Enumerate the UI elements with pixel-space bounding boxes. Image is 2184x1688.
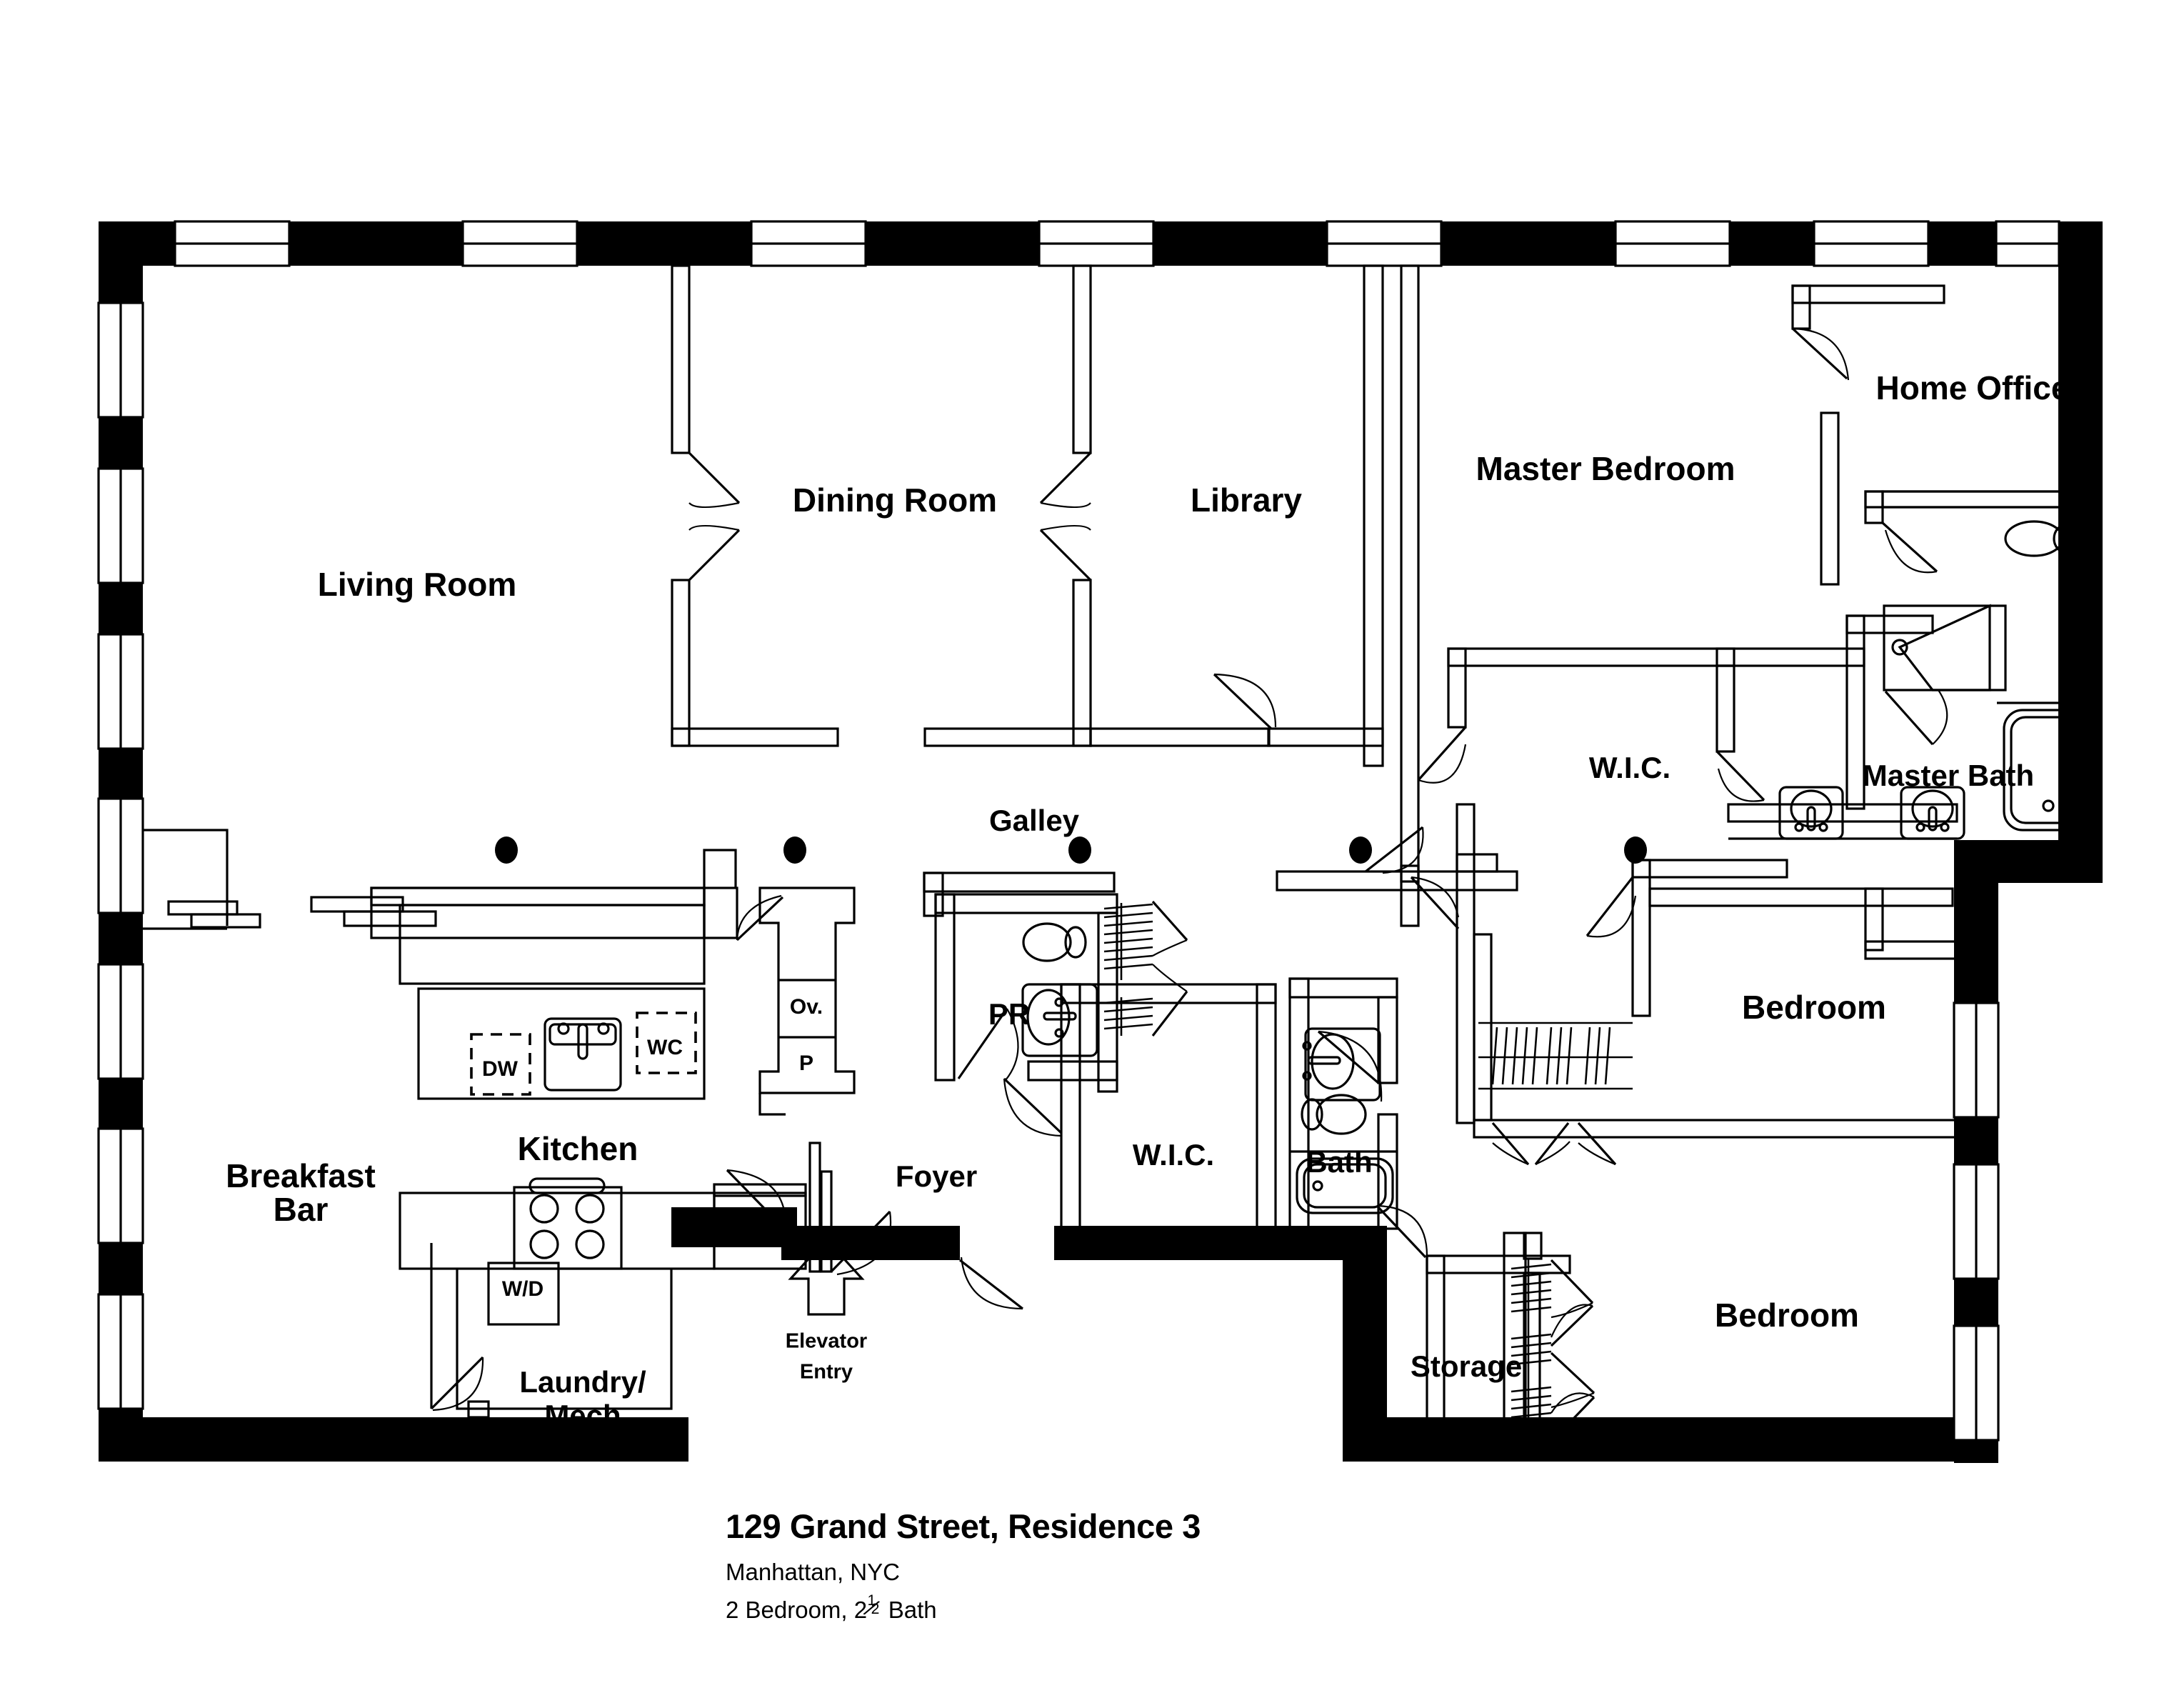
room-label-master-bath: Master Bath	[1863, 759, 2034, 792]
column-3	[1068, 836, 1091, 864]
room-label-laundry-mech-line1: Laundry/	[519, 1365, 646, 1399]
room-label-laundry-mech-line2: Mech	[544, 1399, 621, 1432]
annotation-elevator-entry: Elevator Entry	[786, 1330, 867, 1384]
column-2	[783, 836, 806, 864]
room-label-wic-hall: W.I.C.	[1133, 1138, 1214, 1172]
appliance-label-washer-dryer: W/D	[502, 1277, 544, 1301]
elevator-entry-line1: Elevator	[786, 1330, 867, 1353]
room-label-storage: Storage	[1411, 1349, 1522, 1383]
elevator-entry-line2: Entry	[800, 1361, 853, 1384]
room-label-home-office: Home Office	[1876, 369, 2070, 406]
appliance-labels: DW WC Ov. P REF W/D	[482, 995, 823, 1301]
room-labels: Living Room Dining Room Library Master B…	[226, 369, 2069, 1432]
door-swings	[430, 327, 1948, 1443]
room-label-wic-master: W.I.C.	[1589, 751, 1670, 784]
window-openings-top	[174, 220, 2060, 267]
room-label-living-room: Living Room	[318, 566, 517, 603]
room-label-breakfast-bar-line1: Breakfast	[226, 1157, 376, 1194]
structural-columns	[495, 836, 1647, 864]
room-label-bath: Bath	[1306, 1145, 1372, 1179]
window-openings-left	[97, 301, 144, 1410]
unit-summary-prefix: 2 Bedroom, 2	[726, 1597, 868, 1624]
window-openings-right	[1953, 1002, 2000, 1442]
plan-caption: 129 Grand Street, Residence 3 Manhattan,…	[726, 1507, 1725, 1633]
column-5	[1624, 836, 1647, 864]
plan-title: 129 Grand Street, Residence 3	[726, 1507, 1201, 1545]
column-4	[1349, 836, 1372, 864]
room-label-master-bedroom: Master Bedroom	[1476, 450, 1735, 487]
room-label-foyer: Foyer	[896, 1159, 977, 1193]
appliance-label-wine-cooler: WC	[647, 1036, 683, 1059]
appliance-label-oven: Ov.	[790, 995, 823, 1019]
kitchen-fixtures	[143, 829, 856, 1410]
half-fraction-icon: 1⁄2	[866, 1592, 880, 1623]
plan-location: Manhattan, NYC	[726, 1558, 900, 1585]
room-label-breakfast-bar-line2: Bar	[274, 1191, 329, 1228]
fraction-numerator: 1	[867, 1592, 876, 1609]
room-label-kitchen: Kitchen	[518, 1130, 638, 1167]
unit-summary-suffix: Bath	[888, 1597, 937, 1624]
room-label-powder-room: PR	[988, 997, 1030, 1031]
room-label-dining-room: Dining Room	[793, 481, 997, 519]
room-label-bedroom-lower: Bedroom	[1715, 1297, 1859, 1334]
room-label-bedroom-upper: Bedroom	[1742, 989, 1886, 1026]
appliance-label-refrigerator: REF	[738, 1214, 781, 1238]
appliance-label-pantry: P	[799, 1052, 813, 1075]
room-label-library: Library	[1191, 481, 1302, 519]
column-1	[495, 836, 518, 864]
up-arrow-icon	[788, 1237, 865, 1316]
appliance-label-dishwasher: DW	[482, 1057, 519, 1081]
bathroom-fixtures	[1021, 490, 2101, 1214]
room-label-galley: Galley	[989, 804, 1080, 837]
interior-partitions	[671, 264, 2103, 1450]
closet-rod-symbols	[1103, 903, 1633, 1442]
fraction-denominator: 2	[871, 1601, 880, 1618]
